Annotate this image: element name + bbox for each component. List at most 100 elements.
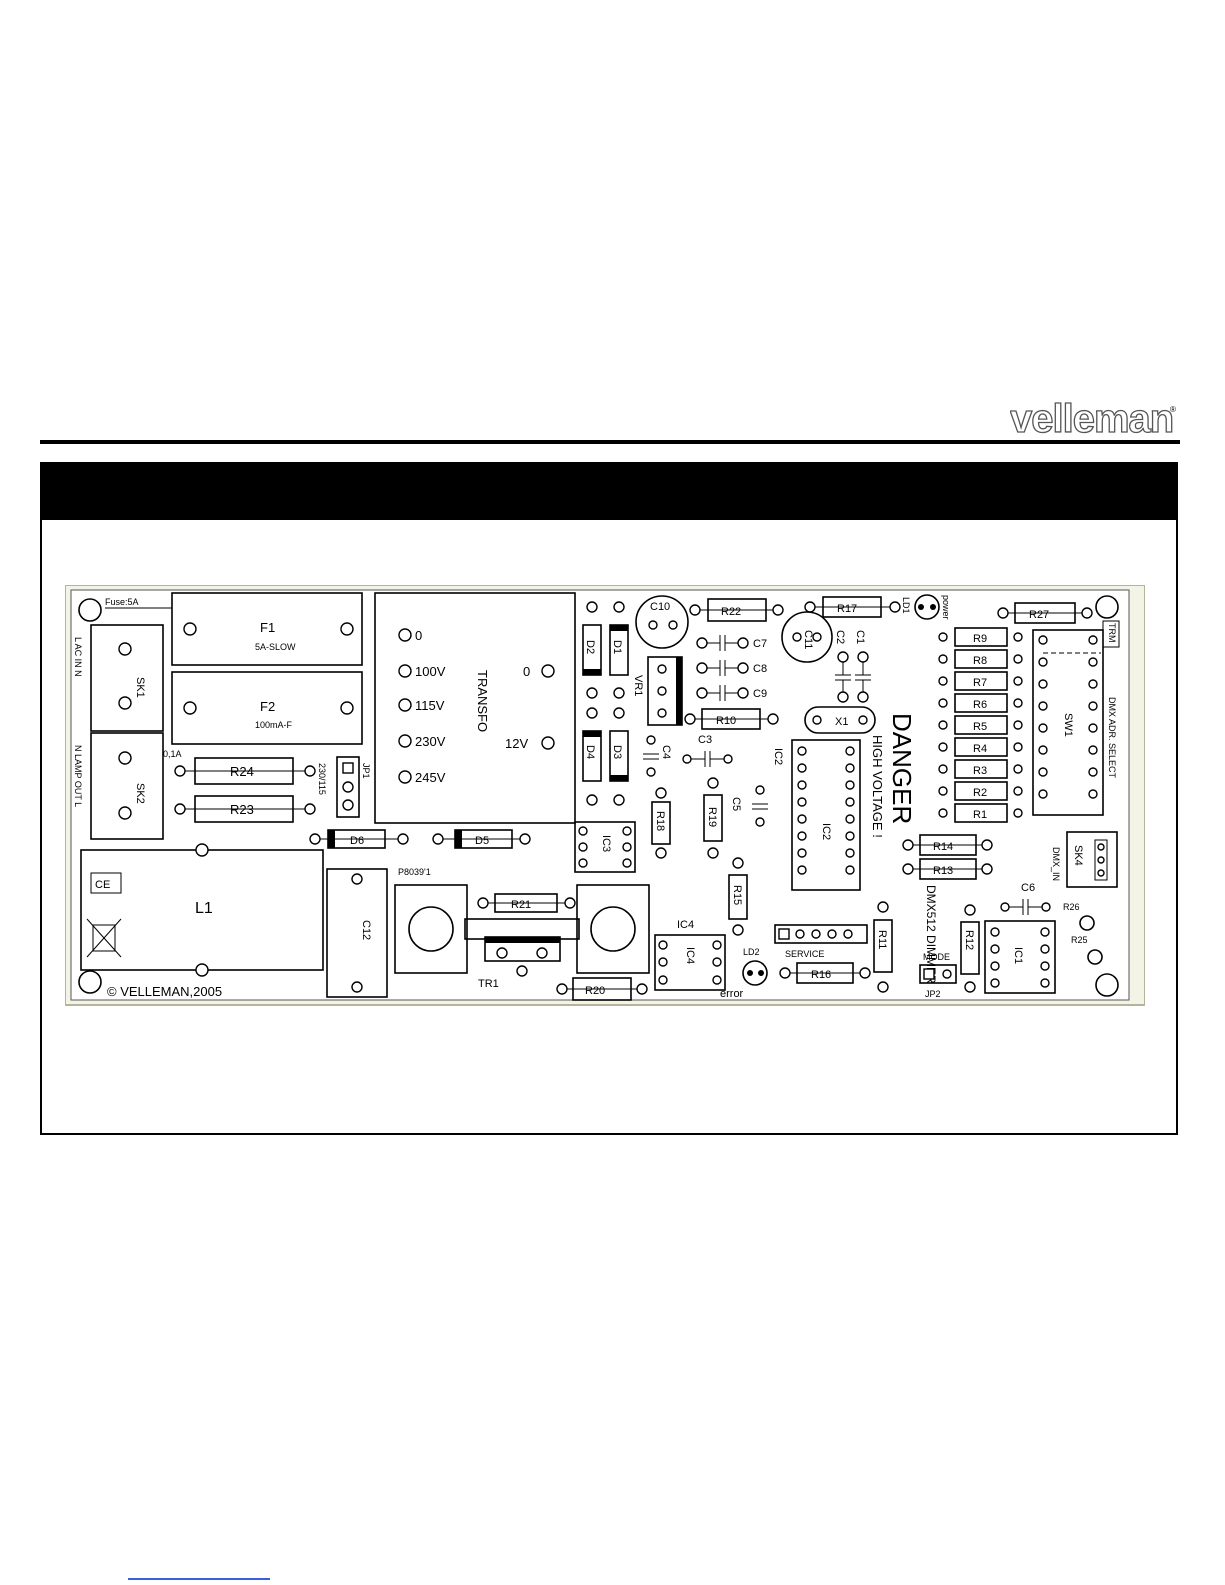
r26-pad	[1079, 915, 1095, 931]
resistor-r2: R2	[938, 781, 1023, 801]
r5-label: R5	[973, 721, 987, 733]
f1-rating: 5A-SLOW	[255, 642, 296, 652]
velleman-logo: velleman ®	[1009, 396, 1180, 441]
dip-switch-sw1: SW1 DMX ADR. SELECT TRM	[1032, 620, 1120, 816]
d2-label: D2	[584, 640, 596, 654]
ic4-inner-label: IC4	[684, 947, 696, 964]
sw1-label: SW1	[1062, 713, 1074, 737]
r25-label: R25	[1071, 935, 1088, 945]
r15-label: R15	[731, 885, 743, 905]
weee-bin-icon	[86, 918, 122, 958]
capacitor-c4: C4	[643, 735, 672, 777]
capacitor-c7: C7	[696, 635, 767, 651]
regulator-vr1: VR1	[632, 656, 683, 726]
t12v-label: 12V	[505, 736, 528, 751]
c12-label: C12	[360, 920, 372, 940]
dmx-select-label: DMX ADR. SELECT	[1107, 697, 1117, 779]
d4-label: D4	[584, 745, 596, 759]
power-label: power	[941, 595, 951, 620]
service-label: SERVICE	[785, 949, 824, 959]
r14-label: R14	[933, 841, 953, 853]
sk2-label: SK2	[134, 783, 146, 804]
capacitor-c9: C9	[696, 685, 767, 701]
ic-ic1: IC1	[984, 920, 1056, 994]
c5-label: C5	[730, 797, 742, 811]
capacitor-c10: C10	[635, 595, 689, 649]
registered-mark: ®	[1170, 405, 1176, 414]
ic2-label: IC2	[820, 823, 832, 840]
resistor-r23: R23	[174, 795, 316, 823]
resistor-r6: R6	[938, 693, 1023, 713]
c1-label: C1	[854, 630, 866, 644]
r13-label: R13	[933, 865, 953, 877]
ic1-label: IC1	[1012, 947, 1024, 964]
capacitor-c6: C6	[1000, 882, 1051, 915]
d5-label: D5	[475, 835, 489, 847]
fuse-f2: F2 100mA-F	[171, 671, 363, 745]
ic-ic4: IC4 IC4	[654, 919, 726, 991]
c6-label: C6	[1021, 882, 1035, 894]
ac-in-label: L AC IN N	[73, 637, 83, 677]
capacitor-c3: C3	[682, 734, 733, 767]
resistor-r7: R7	[938, 671, 1023, 691]
resistor-r11: R11	[873, 901, 893, 993]
high-voltage-label: HIGH VOLTAGE !	[870, 735, 885, 838]
footer-link-underline[interactable]	[128, 1578, 270, 1580]
c4-label: C4	[660, 745, 672, 759]
resistor-r20: R20	[556, 977, 648, 1001]
f1-label: F1	[260, 620, 275, 635]
resistor-r12: R12	[960, 904, 980, 993]
transfo-label: TRANSFO	[475, 670, 490, 732]
dmx-in-label: DMX_IN	[1051, 847, 1061, 881]
r12-label: R12	[963, 930, 975, 950]
resistor-r17: R17	[804, 596, 901, 618]
diode-d3: D3	[609, 707, 629, 806]
diode-d6: D6	[309, 829, 409, 849]
led-ld1: LD1 power	[901, 594, 951, 620]
r27-label: R27	[1029, 609, 1049, 621]
resistor-r8: R8	[938, 649, 1023, 669]
trm-label: TRM	[1107, 623, 1117, 643]
ic3-label: IC3	[600, 835, 612, 852]
resistor-r1: R1	[938, 803, 1023, 823]
resistor-r5: R5	[938, 715, 1023, 735]
ic-ic3: IC3	[574, 821, 636, 873]
r6-label: R6	[973, 699, 987, 711]
capacitor-c8: C8	[696, 660, 767, 676]
r25-pad	[1087, 949, 1103, 965]
resistor-r9: R9	[938, 627, 1023, 647]
triac-tr1: TR1	[478, 936, 561, 990]
section-banner	[42, 464, 1176, 520]
jumper-jp2: MODE JP2	[919, 952, 957, 999]
r1-label: R1	[973, 809, 987, 821]
r23-label: R23	[230, 802, 254, 817]
resistor-r18: R18	[651, 787, 671, 859]
r3-label: R3	[973, 765, 987, 777]
resistor-bank: R9 R8 R7 R6 R5 R4 R3	[938, 627, 1023, 823]
resistor-r21: R21	[477, 893, 576, 913]
transformer: 0 100V 115V 230V 245V 0 12V TRANSFO	[374, 592, 576, 824]
brand-text: velleman	[1010, 400, 1173, 440]
r9-label: R9	[973, 633, 987, 645]
mode-label: MODE	[923, 952, 950, 962]
pcb-layout: .st { fill:none; stroke:#000; stroke-wid…	[64, 584, 1146, 1025]
resistor-r3: R3	[938, 759, 1023, 779]
dmx-dimmer-label: DMX512 DIMMER	[924, 885, 938, 984]
r11-label: R11	[876, 930, 888, 949]
c8-label: C8	[753, 663, 767, 675]
l1-label: L1	[195, 900, 213, 917]
c2-label: C2	[834, 630, 846, 644]
r17-label: R17	[837, 603, 857, 615]
danger-label: DANGER	[887, 713, 917, 824]
error-label: error	[720, 988, 744, 1000]
r7-label: R7	[973, 677, 987, 689]
r16-label: R16	[811, 969, 831, 981]
r26-label: R26	[1063, 902, 1080, 912]
c7-label: C7	[753, 638, 767, 650]
f2-rating: 100mA-F	[255, 720, 293, 730]
t245-label: 245V	[415, 770, 446, 785]
r22-label: R22	[721, 606, 741, 618]
r8-label: R8	[973, 655, 987, 667]
capacitor-c12: C12	[326, 868, 388, 998]
c10-label: C10	[650, 601, 670, 613]
